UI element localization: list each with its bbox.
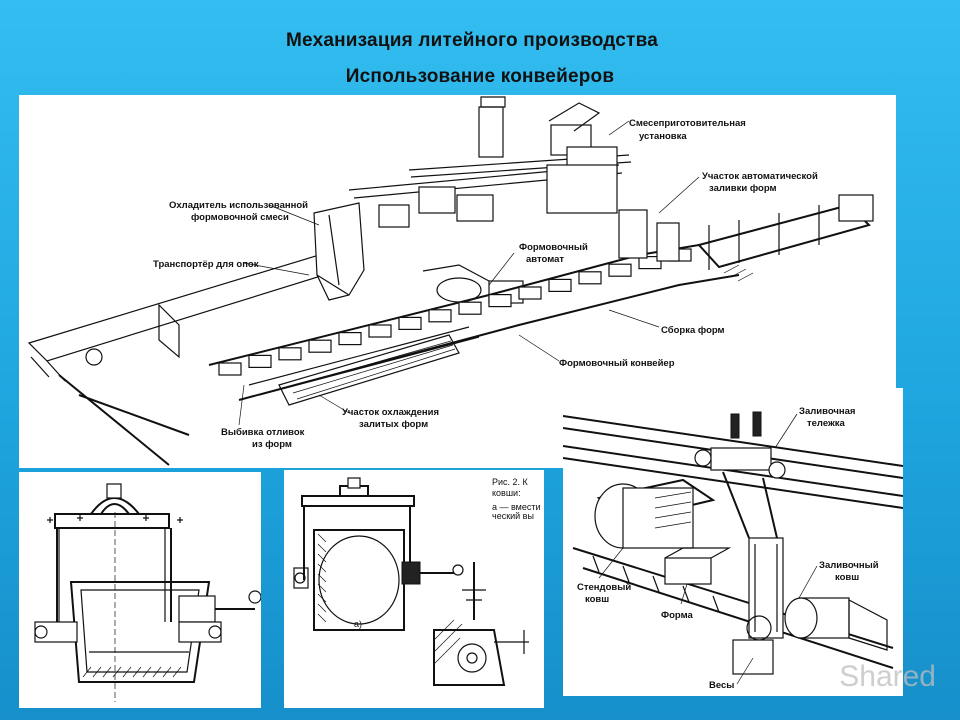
- cooler-drawing: [313, 202, 365, 301]
- label-pouring-cart-2: тележка: [807, 418, 845, 429]
- label-molding-machine-1: Формовочный: [519, 242, 588, 253]
- label-molding-machine-2: автомат: [526, 254, 564, 265]
- label-mixer-2: установка: [639, 131, 687, 142]
- pouring-cart-drawing: Заливочная тележка Заливочный ковш Стенд…: [563, 388, 903, 696]
- caption-line-3: а — вмести: [492, 502, 541, 512]
- ladle-drawing-1: [19, 472, 261, 708]
- label-knockout-1: Выбивка отливок: [221, 427, 305, 438]
- sub-label-a: а): [354, 619, 362, 629]
- mold-box: [458, 301, 482, 315]
- label-cooling-zone-2: залитых форм: [359, 419, 428, 430]
- label-pouring-ladle-2: ковш: [835, 572, 859, 583]
- label-stand-ladle-1: Стендовый: [577, 582, 631, 593]
- upper-conveyors-drawing: [348, 154, 632, 228]
- label-scales: Весы: [709, 680, 734, 691]
- mold-box: [518, 286, 542, 300]
- label-pouring-cart-1: Заливочная: [799, 406, 855, 417]
- label-flask-conveyor: Транспортёр для опок: [153, 259, 259, 270]
- label-mold: Форма: [661, 610, 693, 621]
- mold-box: [278, 347, 302, 361]
- mold-box: [308, 339, 332, 353]
- foundry-line-diagram: Смесеприготовительная установка Участок …: [19, 95, 896, 468]
- watermark: Shared: [839, 660, 936, 693]
- label-cooler-1: Охладитель использованной: [169, 200, 308, 211]
- mold-box: [248, 354, 272, 368]
- label-knockout-2: из форм: [252, 439, 292, 450]
- caption-line-4: ческий вы: [492, 511, 534, 521]
- label-cooler-2: формовочной смеси: [191, 212, 289, 223]
- mold-box: [548, 278, 572, 292]
- mold-box: [368, 324, 392, 338]
- caption-line-2: ковши:: [492, 488, 521, 498]
- mold-box: [638, 256, 662, 270]
- mold-box: [338, 332, 362, 346]
- label-mold-assembly: Сборка форм: [661, 325, 725, 336]
- mold-box: [398, 316, 422, 330]
- caption-line-1: Рис. 2. К: [492, 477, 529, 487]
- slide-subtitle: Использование конвейеров: [345, 66, 615, 87]
- mold-box: [578, 271, 602, 285]
- ladle-drawing-2: Рис. 2. К ковши: а — вмести ческий вы а): [284, 470, 544, 708]
- label-mixer-1: Смесеприготовительная: [629, 118, 746, 129]
- mold-box: [428, 309, 452, 323]
- mold-box: [218, 362, 242, 376]
- label-auto-pour-2: заливки форм: [709, 183, 777, 194]
- molding-conveyor-drawing: [208, 244, 740, 406]
- label-molding-conveyor: Формовочный конвейер: [559, 358, 675, 369]
- leader-lines: [238, 120, 700, 426]
- mold-box: [488, 294, 512, 308]
- mixer-drawing: [478, 96, 618, 214]
- label-pouring-ladle-1: Заливочный: [819, 560, 879, 571]
- label-stand-ladle-2: ковш: [585, 594, 609, 605]
- label-auto-pour-1: Участок автоматической: [702, 171, 818, 182]
- mold-box: [608, 263, 632, 277]
- slide-title: Механизация литейного производства: [286, 30, 658, 51]
- auto-pouring-drawing: [618, 194, 874, 282]
- label-cooling-zone-1: Участок охлаждения: [342, 407, 439, 418]
